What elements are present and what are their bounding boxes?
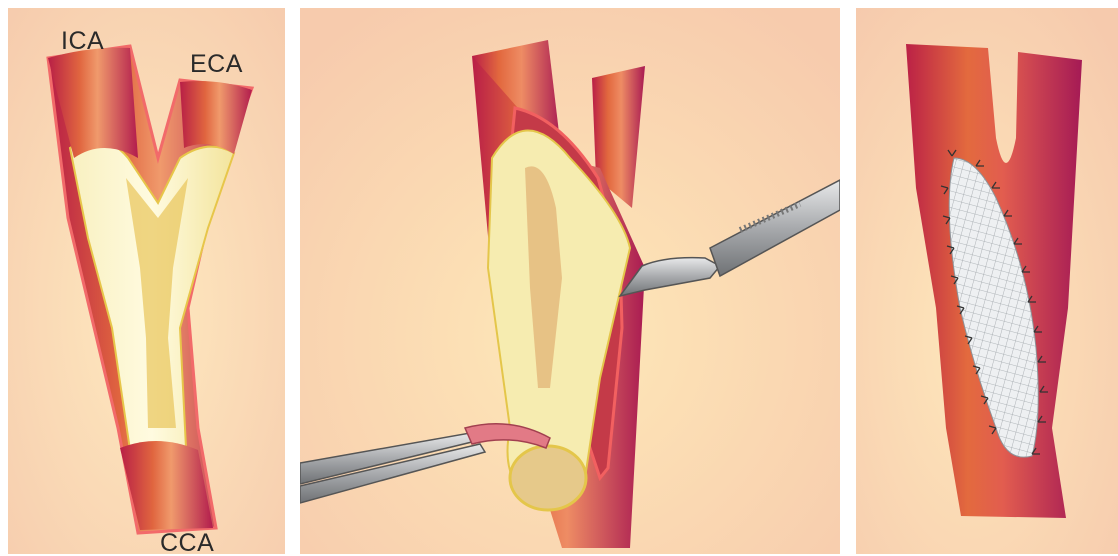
label-cca: CCA — [160, 529, 214, 554]
panel-bifurcation-plaque: ICA ECA CCA — [8, 8, 285, 554]
label-eca: ECA — [190, 50, 243, 79]
bifurcation-illustration — [8, 8, 285, 554]
plaque-end — [510, 446, 586, 510]
patch-closure-illustration — [856, 8, 1118, 554]
panel-endarterectomy — [300, 8, 840, 554]
endarterectomy-illustration — [300, 8, 840, 554]
label-ica: ICA — [61, 27, 104, 56]
panel-patch-closure — [856, 8, 1118, 554]
